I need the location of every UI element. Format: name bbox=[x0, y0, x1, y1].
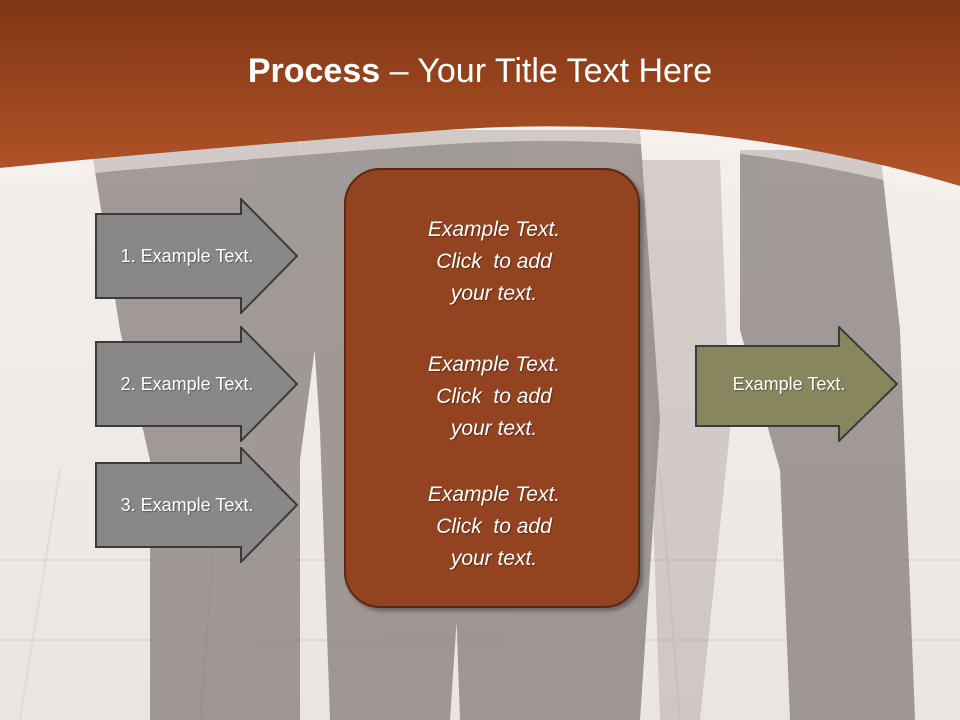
arrow-shape-icon bbox=[695, 326, 899, 442]
step-arrow-label: 3. Example Text. bbox=[120, 494, 254, 515]
block-line: Click to add bbox=[436, 385, 552, 408]
block-line: Click to add bbox=[436, 250, 552, 273]
step-arrow-3[interactable]: 3. Example Text. bbox=[95, 447, 299, 563]
result-arrow[interactable]: Example Text. bbox=[695, 326, 899, 442]
step-arrow-label: 2. Example Text. bbox=[120, 373, 254, 394]
result-arrow-label: Example Text. bbox=[732, 373, 846, 394]
block-line: Click to add bbox=[436, 515, 552, 538]
arrow-shape-icon bbox=[95, 447, 299, 563]
block-line: your text. bbox=[450, 417, 538, 440]
process-text-block-3[interactable]: Example Text. Click to add your text. bbox=[346, 479, 642, 575]
block-line: Example Text. bbox=[427, 353, 561, 376]
process-text-block-2[interactable]: Example Text. Click to add your text. bbox=[346, 349, 642, 445]
title-rest: – Your Title Text Here bbox=[380, 52, 713, 90]
process-box[interactable]: Example Text. Click to add your text. Ex… bbox=[344, 168, 640, 608]
step-arrow-label: 1. Example Text. bbox=[120, 245, 254, 266]
title-bold: Process bbox=[247, 52, 381, 90]
arrow-shape-icon bbox=[95, 326, 299, 442]
block-line: your text. bbox=[450, 547, 538, 570]
block-line: your text. bbox=[450, 282, 538, 305]
block-line: Example Text. bbox=[427, 483, 561, 506]
step-arrow-2[interactable]: 2. Example Text. bbox=[95, 326, 299, 442]
block-line: Example Text. bbox=[427, 218, 561, 241]
slide-title: Process – Your Title Text Here bbox=[0, 52, 960, 91]
arrow-shape-icon bbox=[95, 198, 299, 314]
process-text-block-1[interactable]: Example Text. Click to add your text. bbox=[346, 214, 642, 310]
step-arrow-1[interactable]: 1. Example Text. bbox=[95, 198, 299, 314]
